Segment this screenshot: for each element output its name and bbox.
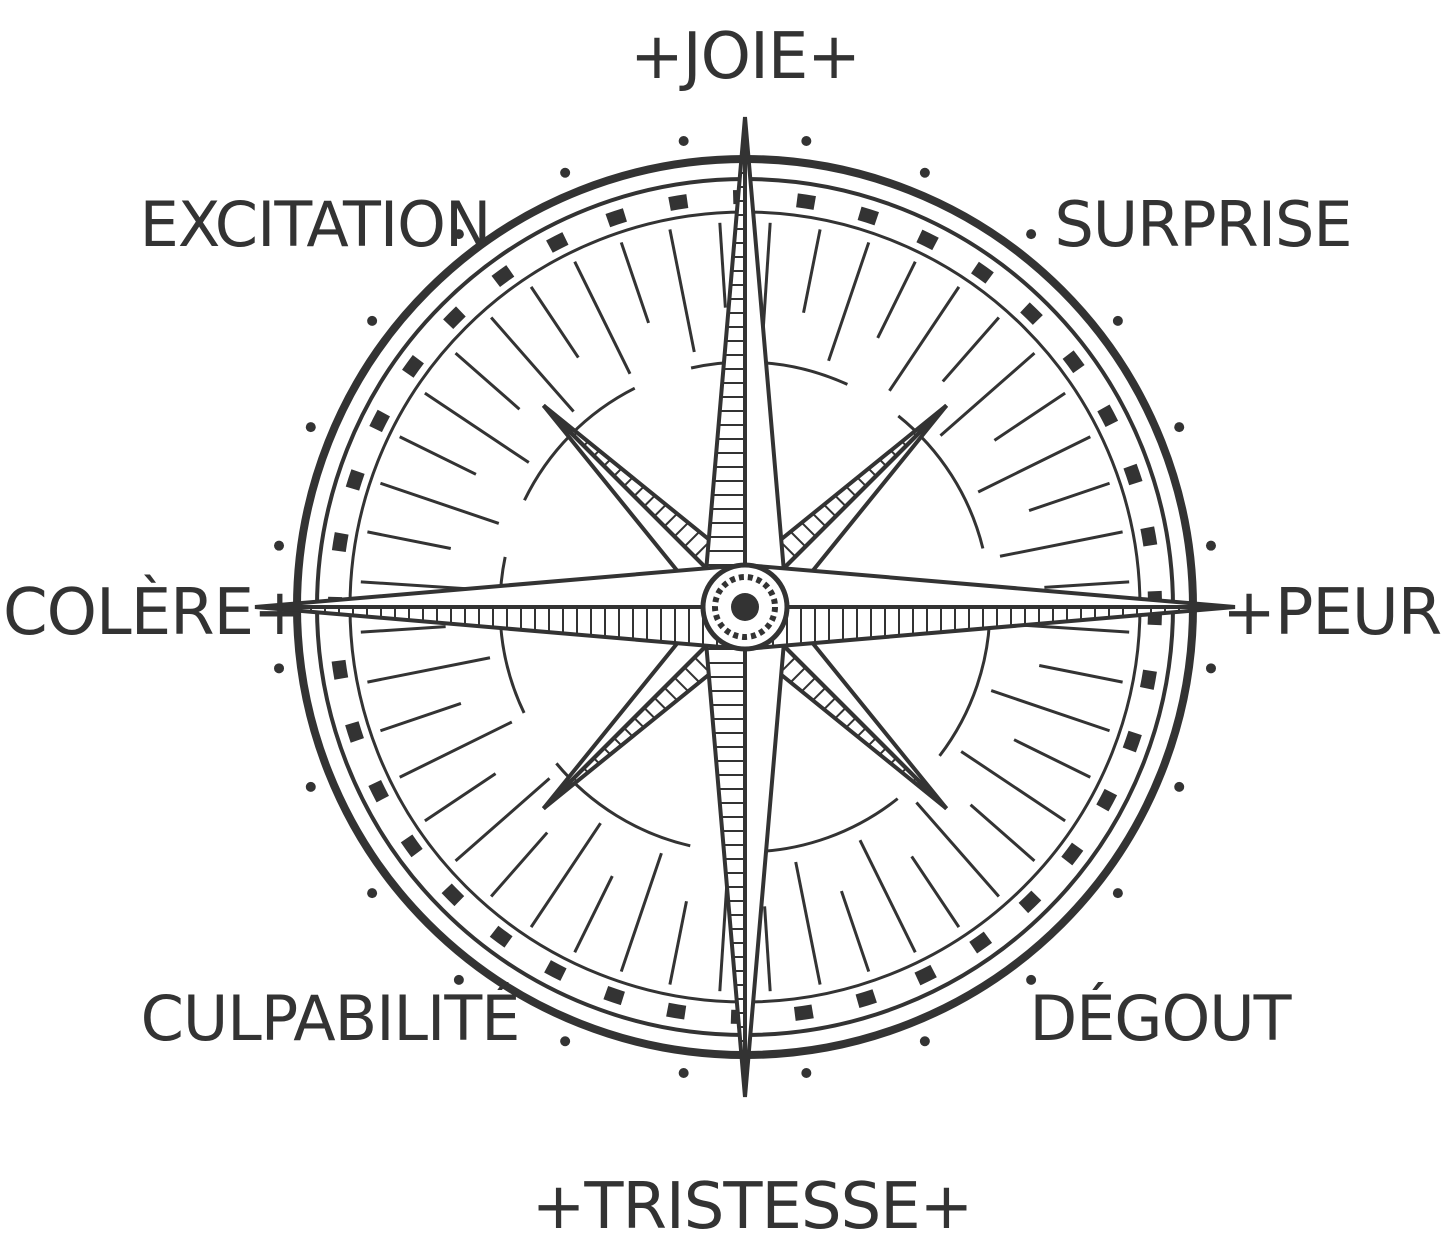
radial-line: [456, 353, 520, 409]
outer-dot: [306, 422, 316, 432]
outer-dot: [1174, 422, 1184, 432]
radial-line: [912, 856, 959, 927]
outer-dot: [801, 1068, 811, 1078]
radial-line: [804, 229, 821, 312]
radial-line: [400, 722, 512, 777]
radial-line: [670, 229, 694, 352]
outer-dot: [367, 316, 377, 326]
outer-dot: [560, 168, 570, 178]
star-point-east-right: [745, 565, 1235, 607]
outer-dot: [1174, 782, 1184, 792]
radial-line: [878, 262, 916, 338]
radial-line: [943, 318, 999, 382]
radial-line: [621, 242, 648, 322]
radial-line: [361, 627, 446, 633]
outer-dot: [1113, 888, 1123, 898]
radial-line: [860, 840, 915, 952]
outer-dot: [367, 888, 377, 898]
radial-line: [994, 393, 1065, 440]
star-point-east-left: [745, 607, 1235, 649]
star-point-south-left: [703, 607, 745, 1097]
radial-line: [425, 774, 496, 821]
compass-rose-illustration: [255, 117, 1235, 1097]
outer-dot: [1026, 229, 1036, 239]
outer-dot: [274, 541, 284, 551]
radial-line: [1014, 740, 1090, 778]
radial-line: [1044, 582, 1129, 588]
label-south: +TRISTESSE+: [532, 1170, 973, 1238]
radial-line: [1039, 666, 1122, 683]
radial-line: [367, 532, 450, 549]
outer-dot: [1206, 663, 1216, 673]
radial-line: [1000, 532, 1123, 556]
label-northwest: EXCITATION: [140, 188, 491, 261]
star-point-west-left: [255, 565, 745, 607]
radial-line: [575, 262, 630, 374]
radial-line: [765, 906, 771, 991]
radial-line: [400, 437, 476, 475]
radial-line: [971, 805, 1035, 861]
label-southwest: CULPABILITÉ: [141, 982, 520, 1055]
radial-line: [380, 703, 460, 730]
star-point-north-right: [703, 117, 745, 607]
label-west: +COLÈRE+: [0, 574, 306, 650]
label-northeast: SURPRISE: [1054, 188, 1351, 261]
outer-dot: [1206, 541, 1216, 551]
radial-line: [978, 437, 1090, 492]
radial-line: [380, 483, 498, 523]
center-hub-dot: [731, 593, 759, 621]
star-point-north-left: [745, 117, 787, 607]
radial-line: [720, 223, 726, 308]
radial-line: [796, 862, 820, 985]
outer-dot: [679, 1068, 689, 1078]
radial-line: [531, 287, 578, 358]
outer-dot: [306, 782, 316, 792]
star-point-west-right: [255, 607, 745, 649]
label-southeast: DÉGOUT: [1029, 982, 1292, 1055]
outer-dot: [801, 136, 811, 146]
radial-line: [621, 853, 661, 971]
outer-dot: [274, 663, 284, 673]
outer-dot: [560, 1036, 570, 1046]
star-point-south-right: [745, 607, 787, 1097]
radial-line: [491, 833, 547, 897]
label-east: +PEUR+: [1222, 576, 1446, 650]
outer-dot: [920, 168, 930, 178]
radial-line: [991, 691, 1109, 731]
radial-line: [829, 242, 869, 360]
radial-line: [1029, 483, 1109, 510]
outer-dot: [679, 136, 689, 146]
radial-line: [575, 876, 613, 952]
label-north: +JOIE+: [630, 20, 860, 94]
radial-line: [841, 891, 868, 971]
outer-dot: [1113, 316, 1123, 326]
radial-line: [670, 901, 687, 984]
radial-line: [367, 658, 490, 682]
outer-dot: [920, 1036, 930, 1046]
